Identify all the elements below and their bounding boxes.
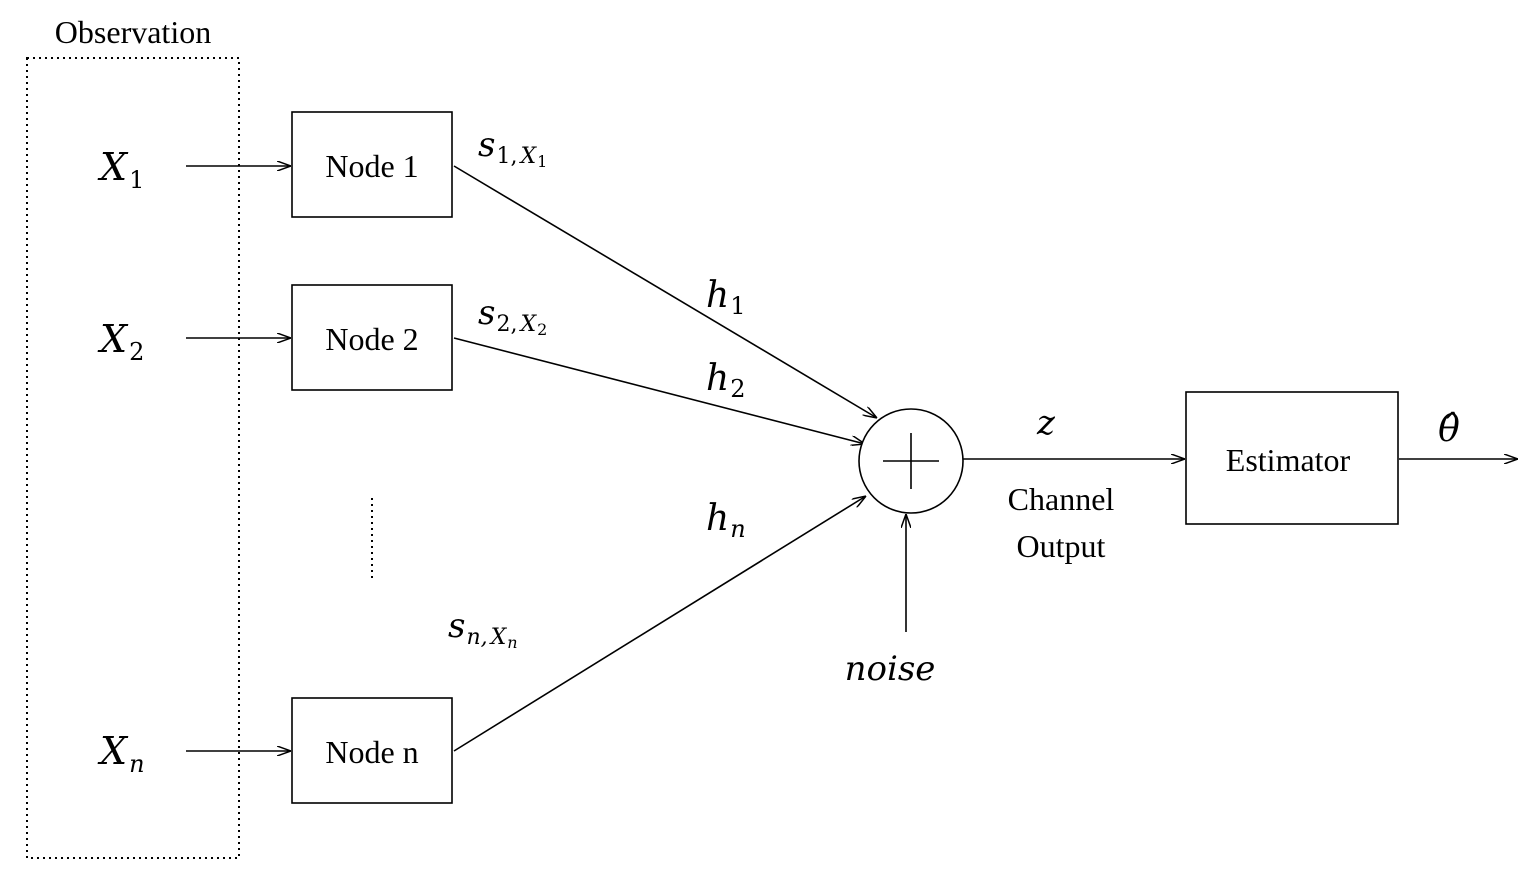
node-1-label: Node 1 xyxy=(325,148,418,184)
signal-sn: sn,Xn xyxy=(448,606,518,652)
gain-h1: h1 xyxy=(706,275,745,320)
arrow-node2-adder xyxy=(453,337,865,444)
observation-box xyxy=(26,57,240,859)
noise-label: noise xyxy=(845,649,936,689)
node-1-box xyxy=(291,111,453,218)
signal-s2: s2,X2 xyxy=(478,293,547,339)
arrow-noden-adder xyxy=(453,496,866,752)
input-xn: Xn xyxy=(97,729,145,778)
gain-hn: hn xyxy=(706,498,746,543)
observation-title: Observation xyxy=(55,14,211,50)
input-x2: X2 xyxy=(97,317,144,366)
estimator-box xyxy=(1185,391,1399,525)
node-2-box xyxy=(291,284,453,391)
node-2-label: Node 2 xyxy=(325,321,418,357)
gain-h2: h2 xyxy=(706,358,745,403)
input-x1: X1 xyxy=(97,145,144,194)
node-n-box xyxy=(291,697,453,804)
channel-label-line2: Output xyxy=(1017,528,1106,564)
signal-s1: s1,X1 xyxy=(478,125,547,171)
estimate-theta-hat: θ̂ xyxy=(1438,409,1460,450)
plus-icon xyxy=(883,433,939,489)
node-n-label: Node n xyxy=(325,734,418,770)
estimator-label: Estimator xyxy=(1226,442,1351,478)
channel-label-line1: Channel xyxy=(1008,481,1115,517)
channel-var-z: z xyxy=(1036,403,1056,443)
arrow-node1-adder xyxy=(453,165,877,418)
